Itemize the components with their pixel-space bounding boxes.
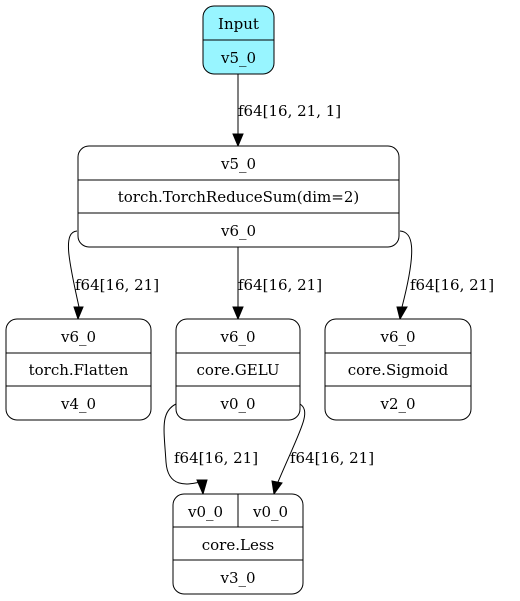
node-less-input-a: v0_0	[187, 503, 223, 521]
node-gelu-output: v0_0	[219, 395, 255, 413]
node-reduce-sum[interactable]: v5_0 torch.TorchReduceSum(dim=2) v6_0	[77, 145, 400, 248]
node-gelu-op: core.GELU	[197, 361, 280, 379]
node-less-op: core.Less	[202, 536, 274, 554]
node-sigmoid-input: v6_0	[379, 328, 415, 346]
node-sigmoid-output: v2_0	[379, 395, 415, 413]
edge-label-input-to-reduce: f64[16, 21, 1]	[238, 102, 341, 120]
node-flatten-output: v4_0	[60, 395, 96, 413]
node-sigmoid-op: core.Sigmoid	[348, 361, 449, 379]
edge-gelu-to-less-b: f64[16, 21]	[271, 403, 374, 496]
node-less-input-b: v0_0	[252, 503, 288, 521]
node-sigmoid[interactable]: v6_0 core.Sigmoid v2_0	[324, 318, 472, 421]
node-input-output: v5_0	[220, 49, 256, 67]
edge-reduce-to-flatten: f64[16, 21]	[67, 230, 159, 321]
node-less-output: v3_0	[219, 569, 255, 587]
edge-label-reduce-to-sigmoid: f64[16, 21]	[410, 276, 494, 294]
node-input[interactable]: Input v5_0	[202, 5, 275, 75]
node-less[interactable]: v0_0 v0_0 core.Less v3_0	[172, 493, 304, 595]
edge-label-reduce-to-flatten: f64[16, 21]	[75, 276, 159, 294]
node-flatten[interactable]: v6_0 torch.Flatten v4_0	[5, 318, 152, 421]
edge-label-gelu-to-less-a: f64[16, 21]	[174, 449, 258, 467]
node-reduce-sum-op: torch.TorchReduceSum(dim=2)	[118, 188, 359, 206]
node-input-title: Input	[218, 15, 259, 33]
edge-reduce-to-sigmoid: f64[16, 21]	[396, 230, 494, 321]
edge-input-to-reduce: f64[16, 21, 1]	[232, 73, 341, 148]
node-gelu[interactable]: v6_0 core.GELU v0_0	[175, 318, 301, 421]
edge-label-reduce-to-gelu: f64[16, 21]	[238, 276, 322, 294]
edge-reduce-to-gelu: f64[16, 21]	[232, 247, 322, 321]
node-flatten-input: v6_0	[60, 328, 96, 346]
node-reduce-sum-output: v6_0	[220, 222, 256, 240]
edge-label-gelu-to-less-b: f64[16, 21]	[290, 449, 374, 467]
node-reduce-sum-input: v5_0	[220, 155, 256, 173]
node-gelu-input: v6_0	[219, 328, 255, 346]
node-flatten-op: torch.Flatten	[29, 361, 129, 379]
edge-gelu-to-less-a: f64[16, 21]	[163, 403, 258, 496]
